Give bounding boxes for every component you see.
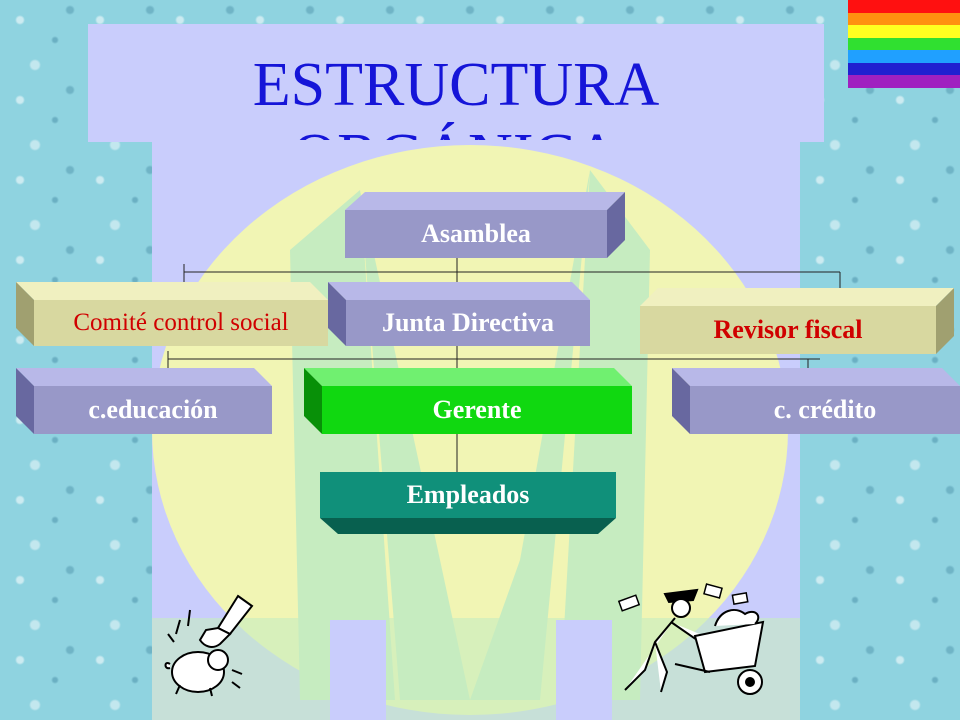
node-credito-label: c. crédito — [773, 395, 877, 424]
node-asamblea-label: Asamblea — [421, 219, 531, 248]
node-educacion-label: c.educación — [88, 395, 218, 424]
node-empleados-label: Empleados — [406, 480, 530, 509]
node-educacion: c.educación — [16, 368, 272, 434]
node-empleados: Empleados — [320, 472, 616, 534]
node-gerente: Gerente — [304, 368, 632, 434]
node-junta-label: Junta Directiva — [381, 308, 555, 337]
node-credito: c. crédito — [672, 368, 960, 434]
title-banner: ESTRUCTURA ORGÁNICA — [88, 24, 824, 190]
hand-piggy-bank-icon — [164, 594, 254, 697]
node-comite: Comité control social — [16, 282, 328, 346]
node-revisor: Revisor fiscal — [640, 288, 954, 354]
node-junta: Junta Directiva — [328, 282, 590, 346]
node-comite-label: Comité control social — [73, 309, 289, 336]
rainbow-stripes-icon — [848, 0, 960, 88]
man-wheelbarrow-icon — [617, 583, 765, 695]
node-asamblea: Asamblea — [345, 192, 625, 258]
node-revisor-label: Revisor fiscal — [713, 315, 863, 344]
node-gerente-label: Gerente — [432, 395, 522, 424]
